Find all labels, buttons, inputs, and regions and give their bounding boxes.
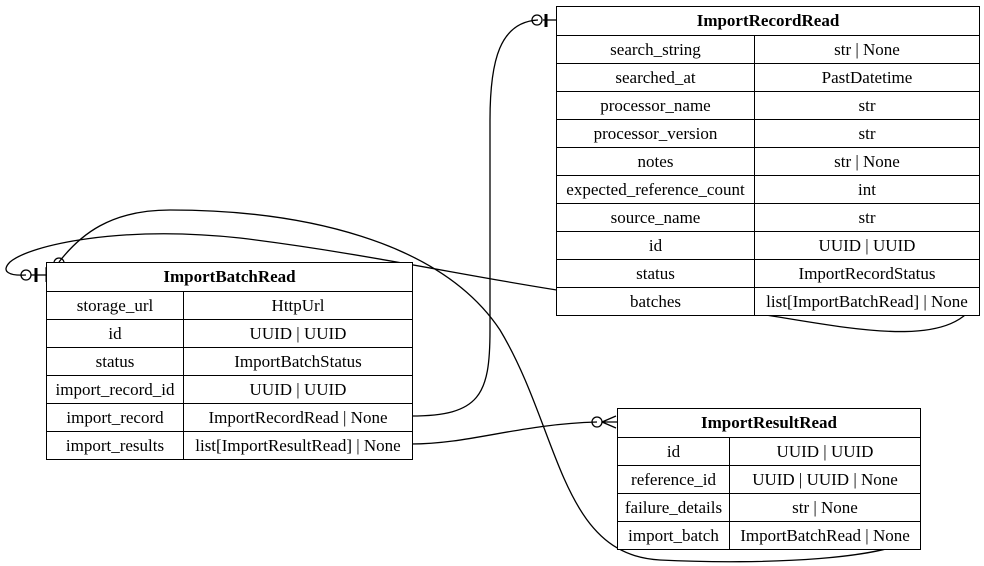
field-type: UUID | UUID <box>183 319 413 348</box>
field-type: ImportRecordStatus <box>754 259 980 288</box>
field-type: ImportBatchRead | None <box>729 521 921 550</box>
field-name: expected_reference_count <box>556 175 755 204</box>
field-name: search_string <box>556 35 755 64</box>
field-name: searched_at <box>556 63 755 92</box>
field-type: HttpUrl <box>183 291 413 320</box>
field-type: PastDatetime <box>754 63 980 92</box>
edge-import-batch <box>58 209 919 563</box>
field-name: notes <box>556 147 755 176</box>
field-name: processor_version <box>556 119 755 148</box>
edge-import-results-crowfoot <box>601 415 617 429</box>
field-name: import_record_id <box>46 375 184 404</box>
entity-title: ImportBatchRead <box>46 262 413 292</box>
field-name: failure_details <box>617 493 730 522</box>
field-name: status <box>46 347 184 376</box>
entity-title: ImportRecordRead <box>556 6 980 36</box>
field-name: batches <box>556 287 755 316</box>
field-type: str <box>754 119 980 148</box>
field-type: ImportRecordRead | None <box>183 403 413 432</box>
field-name: status <box>556 259 755 288</box>
field-name: storage_url <box>46 291 184 320</box>
field-type: str | None <box>729 493 921 522</box>
field-type: UUID | UUID <box>183 375 413 404</box>
field-type: str <box>754 91 980 120</box>
field-name: import_record <box>46 403 184 432</box>
field-type: UUID | UUID <box>729 437 921 466</box>
field-type: list[ImportResultRead] | None <box>183 431 413 460</box>
edge-import-record <box>410 19 539 417</box>
field-name: id <box>617 437 730 466</box>
field-name: processor_name <box>556 91 755 120</box>
field-type: str | None <box>754 147 980 176</box>
field-type: UUID | UUID <box>754 231 980 260</box>
field-name: import_results <box>46 431 184 460</box>
edge-import-results <box>410 421 598 445</box>
field-type: str | None <box>754 35 980 64</box>
edge-import-record-zero-marker <box>531 14 543 26</box>
field-name: import_batch <box>617 521 730 550</box>
field-type: ImportBatchStatus <box>183 347 413 376</box>
field-type: UUID | UUID | None <box>729 465 921 494</box>
field-type: int <box>754 175 980 204</box>
field-name: id <box>556 231 755 260</box>
field-name: source_name <box>556 203 755 232</box>
field-type: list[ImportBatchRead] | None <box>754 287 980 316</box>
field-name: reference_id <box>617 465 730 494</box>
field-type: str <box>754 203 980 232</box>
field-name: id <box>46 319 184 348</box>
entity-title: ImportResultRead <box>617 408 921 438</box>
